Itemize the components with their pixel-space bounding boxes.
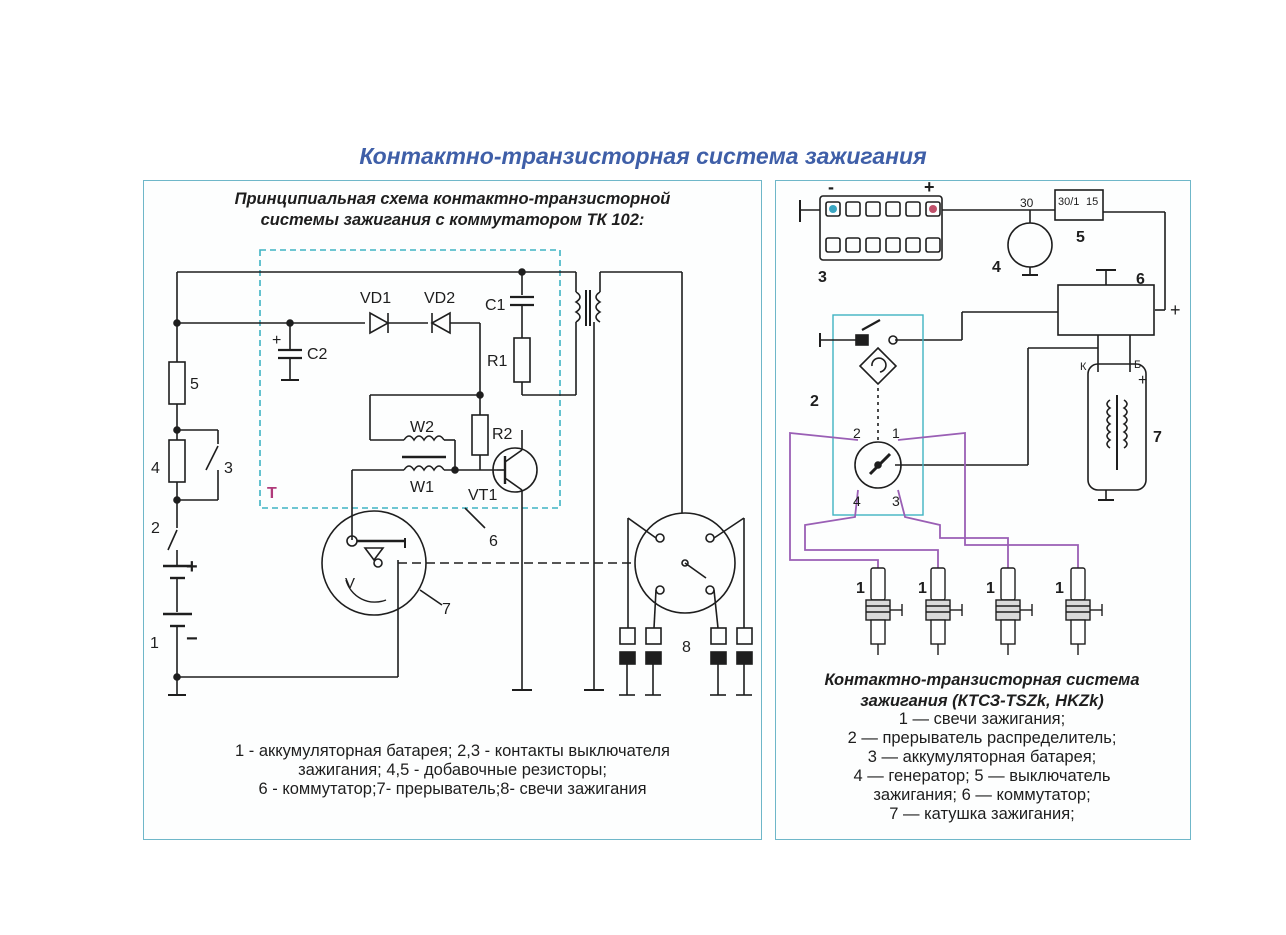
label-plus: + <box>186 556 198 578</box>
label-r6: 6 <box>1136 271 1145 288</box>
label-8: 8 <box>682 639 691 656</box>
label-r2: R2 <box>492 426 513 443</box>
label-r7-plus: + <box>1138 372 1147 389</box>
label-7: 7 <box>442 601 451 618</box>
label-w1: W1 <box>410 479 434 496</box>
right-legend-line: зажигания; 6 — коммутатор; <box>873 786 1091 804</box>
left-legend-line1: 1 - аккумуляторная батарея; 2,3 - контак… <box>235 742 670 760</box>
spark-plug <box>925 567 963 655</box>
right-legend-line: 7 — катушка зажигания; <box>889 805 1075 823</box>
right-legend-line: 1 — свечи зажигания; <box>898 710 1066 728</box>
label-vt1: VT1 <box>468 487 497 504</box>
right-diagram-title: Контактно-транзисторная система зажигани… <box>778 670 1186 712</box>
right-panel <box>775 180 1191 840</box>
label-plug-1: 1 <box>1055 580 1064 597</box>
left-panel <box>143 180 762 840</box>
label-w2: W2 <box>410 419 434 436</box>
label-dist-4: 4 <box>853 493 861 509</box>
label-plug-1: 1 <box>918 580 927 597</box>
page-title: Контактно-транзисторная система зажигани… <box>359 143 927 169</box>
hv-wires <box>789 432 1079 568</box>
label-r7: 7 <box>1153 429 1162 446</box>
right-legend-line: 3 — аккумуляторная батарея; <box>867 748 1097 766</box>
distributor-8 <box>634 512 736 614</box>
label-r2: 2 <box>810 393 819 410</box>
label-5: 5 <box>190 376 199 393</box>
left-legend: 1 - аккумуляторная батарея; 2,3 - контак… <box>150 742 755 799</box>
label-r5: 5 <box>1076 229 1085 246</box>
right-title-line2: зажигания (КТСЗ-TSZk, HKZk) <box>860 692 1104 710</box>
left-legend-line3: 6 - коммутатор;7- прерыватель;8- свечи з… <box>258 780 647 798</box>
spark-plug <box>619 627 636 696</box>
left-title-line1: Принципиальная схема контактно-транзисто… <box>234 190 671 208</box>
left-legend-line2: зажигания; 4,5 - добавочные резисторы; <box>298 761 607 779</box>
ignition-coil-secondary <box>595 291 602 323</box>
label-3: 3 <box>224 460 233 477</box>
winding-w1 <box>403 465 445 472</box>
generator-4 <box>1007 222 1053 268</box>
label-dist-1: 1 <box>892 425 900 441</box>
commutator-6 <box>1057 284 1155 336</box>
label-b: Б <box>1134 359 1141 371</box>
label-terminal-30: 30 <box>1020 196 1034 210</box>
ignition-coil-primary <box>574 291 581 323</box>
transistor-vt1 <box>492 447 538 493</box>
label-battery-minus: - <box>828 177 834 197</box>
label-r6-plus: + <box>1170 300 1181 320</box>
label-t: Т <box>267 485 277 502</box>
label-vd1: VD1 <box>360 290 391 307</box>
spark-plug <box>1065 567 1103 655</box>
battery-3 <box>819 195 943 261</box>
right-legend: 1 — свечи зажигания; 2 — прерыватель рас… <box>778 710 1186 824</box>
resistor-r2 <box>471 414 489 456</box>
label-plug-1: 1 <box>856 580 865 597</box>
label-battery-plus: + <box>924 177 935 197</box>
right-schematic <box>799 189 1166 516</box>
label-r4: 4 <box>992 259 1001 276</box>
right-legend-line: 2 — прерыватель распределитель; <box>847 729 1117 747</box>
label-dist-2: 2 <box>853 425 861 441</box>
spark-plug <box>710 627 727 696</box>
resistor-5 <box>168 361 186 405</box>
label-1: 1 <box>150 635 159 652</box>
label-terminal-15: 15 <box>1086 196 1098 208</box>
label-6: 6 <box>489 533 498 550</box>
diode-vd1 <box>369 311 390 335</box>
winding-w2 <box>403 435 445 442</box>
label-v: V <box>345 575 355 592</box>
distributor-cap <box>854 441 902 489</box>
label-r3: 3 <box>818 269 827 286</box>
commutator-box <box>259 249 561 509</box>
label-dist-3: 3 <box>892 493 900 509</box>
right-title-line1: Контактно-транзисторная система <box>824 671 1140 689</box>
spark-plug <box>645 627 662 696</box>
resistor-4 <box>168 439 186 483</box>
left-schematic <box>163 249 753 696</box>
label-4: 4 <box>151 460 160 477</box>
label-c2-plus: + <box>272 332 281 349</box>
label-2: 2 <box>151 520 160 537</box>
label-terminal-30-1: 30/1 <box>1058 196 1079 208</box>
label-minus: − <box>186 628 198 650</box>
label-k: К <box>1080 361 1087 373</box>
right-legend-line: 4 — генератор; 5 — выключатель <box>853 767 1111 785</box>
label-vd2: VD2 <box>424 290 455 307</box>
spark-plug <box>865 567 903 655</box>
diode-vd2 <box>430 311 451 335</box>
label-c1: C1 <box>485 297 506 314</box>
spark-plug <box>995 567 1033 655</box>
left-title-line2: системы зажигания с коммутатором ТК 102: <box>260 211 645 229</box>
resistor-r1 <box>513 337 531 383</box>
label-r1: R1 <box>487 353 508 370</box>
label-c2: C2 <box>307 346 328 363</box>
ignition-switch-5 <box>1054 189 1104 221</box>
left-diagram-title: Принципиальная схема контактно-транзисто… <box>150 189 755 231</box>
label-plug-1: 1 <box>986 580 995 597</box>
distributor-2-box <box>832 314 924 516</box>
spark-plug <box>736 627 753 696</box>
ignition-coil-7 <box>1087 363 1147 491</box>
